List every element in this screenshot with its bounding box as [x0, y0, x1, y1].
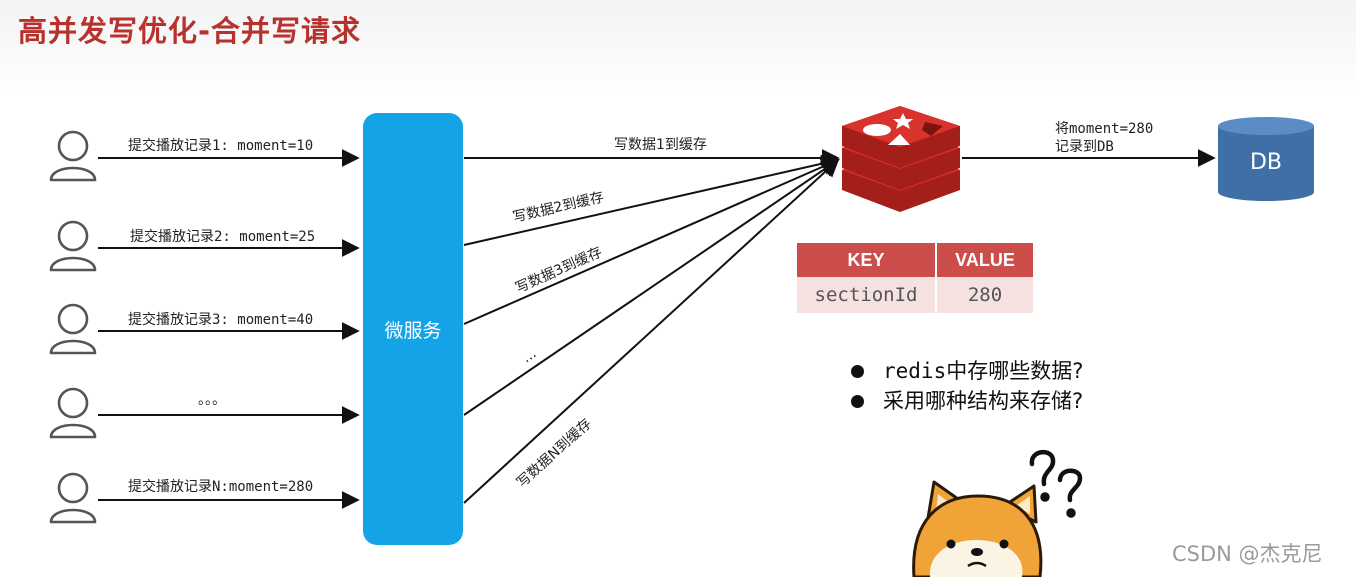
question-item: 采用哪种结构来存储? — [848, 386, 1083, 416]
microservice-label: 微服务 — [384, 320, 442, 342]
table-header-row: KEY VALUE — [797, 243, 1033, 277]
question-text: 中存哪些数据? — [946, 359, 1084, 383]
user-request-label: 。。。 — [198, 392, 226, 408]
cache-write-label: 写数据3到缓存 — [513, 244, 604, 296]
db-label: DB — [1249, 150, 1283, 175]
shiba-dog-icon — [912, 480, 1043, 577]
cache-write-arrow — [463, 158, 840, 504]
cache-write-arrow — [463, 158, 840, 416]
cache-write-label: 写数据2到缓存 — [511, 189, 605, 225]
question-item: redis中存哪些数据? — [848, 356, 1083, 386]
page-title: 高并发写优化-合并写请求 — [18, 14, 362, 48]
redis-logo-icon — [842, 106, 960, 212]
db-write-label-line1: 将moment=280 — [1055, 121, 1153, 137]
watermark: CSDN @杰克尼 — [1172, 542, 1323, 566]
value-cell: 280 — [937, 277, 1033, 313]
key-value-table: KEY VALUE sectionId 280 — [795, 243, 1035, 313]
cache-write-arrow — [463, 158, 840, 325]
header-band — [0, 0, 1356, 95]
cache-write-label: 写数据1到缓存 — [614, 137, 707, 153]
database-icon — [1218, 117, 1314, 201]
question-list: redis中存哪些数据? 采用哪种结构来存储? — [848, 356, 1083, 416]
question-text: 采用哪种结构来存储? — [883, 389, 1084, 413]
user-icon — [49, 303, 97, 355]
user-request-label: 提交播放记录1: moment=10 — [128, 137, 313, 154]
db-write-label-line2: 记录到DB — [1055, 139, 1114, 155]
user-icon — [49, 387, 97, 439]
key-cell: sectionId — [797, 277, 935, 313]
question-marks-icon — [1029, 450, 1083, 518]
cache-write-arrow — [463, 154, 840, 246]
user-icon — [49, 130, 97, 182]
user-icon — [49, 472, 97, 524]
user-request-label: 提交播放记录3: moment=40 — [128, 311, 313, 328]
user-request-label: 提交播放记录N:moment=280 — [128, 478, 313, 495]
table-row: sectionId 280 — [797, 277, 1033, 313]
microservice-box — [363, 113, 463, 545]
user-icon — [49, 220, 97, 272]
question-keyword: redis — [883, 359, 947, 383]
cache-write-label: 写数据N到缓存 — [514, 416, 595, 491]
key-header: KEY — [797, 243, 935, 277]
user-request-label: 提交播放记录2: moment=25 — [130, 228, 315, 245]
cache-write-label: ... — [519, 346, 539, 367]
value-header: VALUE — [937, 243, 1033, 277]
